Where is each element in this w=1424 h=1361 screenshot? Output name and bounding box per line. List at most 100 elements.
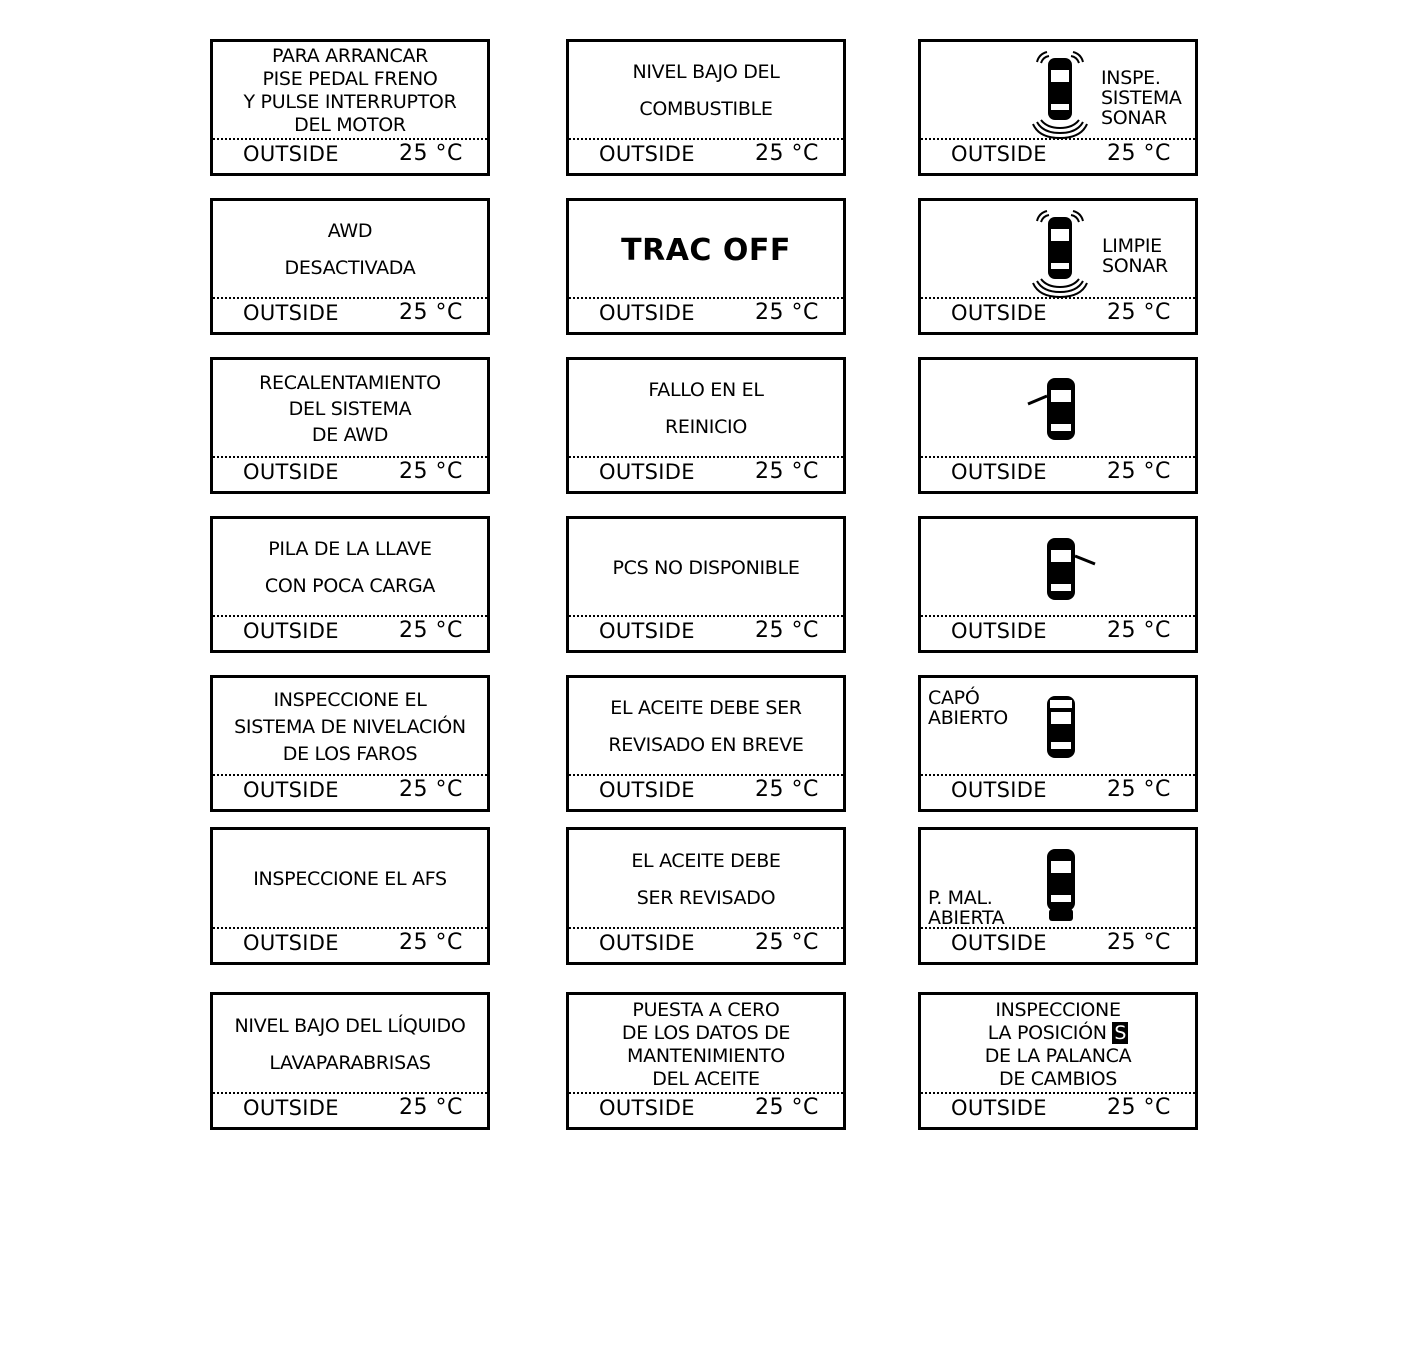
- outside-label: OUTSIDE: [243, 1096, 339, 1120]
- outside-label: OUTSIDE: [951, 778, 1047, 802]
- message-line: ABIERTO: [928, 707, 1008, 729]
- message-line: REINICIO: [664, 416, 748, 438]
- outside-temp-bar: OUTSIDE 25 °C: [213, 774, 487, 809]
- message-line: TRAC OFF: [621, 232, 791, 268]
- message-line: DE CAMBIOS: [999, 1067, 1117, 1090]
- outside-label: OUTSIDE: [243, 460, 339, 484]
- display-panel-oil-reset: PUESTA A CERO DE LOS DATOS DE MANTENIMIE…: [566, 992, 846, 1130]
- message: PARA ARRANCAR PISE PEDAL FRENO Y PULSE I…: [213, 42, 487, 140]
- sonar-car-icon: [1032, 210, 1088, 299]
- outside-temp-bar: OUTSIDE 25 °C: [921, 927, 1195, 962]
- message: EL ACEITE DEBE SER REVISADO: [569, 830, 843, 929]
- outside-temperature: 25 °C: [399, 777, 463, 802]
- outside-temperature: 25 °C: [1107, 1095, 1171, 1120]
- message-line: PISE PEDAL FRENO: [262, 68, 438, 90]
- shift-position-indicator: S: [1112, 1021, 1129, 1044]
- message-line: SONAR: [1102, 255, 1168, 277]
- message-line: INSPE.: [1101, 67, 1161, 89]
- message: TRAC OFF: [569, 201, 843, 299]
- outside-temperature: 25 °C: [399, 930, 463, 955]
- outside-label: OUTSIDE: [951, 619, 1047, 643]
- message: EL ACEITE DEBE SER REVISADO EN BREVE: [569, 678, 843, 776]
- message-line: ABIERTA: [928, 907, 1005, 929]
- message-line: EL ACEITE DEBE SER: [610, 697, 802, 719]
- outside-temperature: 25 °C: [755, 459, 819, 484]
- message-line: DEL MOTOR: [294, 114, 406, 136]
- message-line: CAPÓ: [928, 687, 980, 709]
- message-line: PCS NO DISPONIBLE: [612, 556, 800, 579]
- car-trunk-open-icon: [1047, 849, 1075, 921]
- outside-label: OUTSIDE: [243, 931, 339, 955]
- message-line: DESACTIVADA: [284, 257, 416, 279]
- outside-temperature: 25 °C: [755, 1095, 819, 1120]
- outside-temperature: 25 °C: [1107, 141, 1171, 166]
- outside-temperature: 25 °C: [1107, 930, 1171, 955]
- message-line: Y PULSE INTERRUPTOR: [243, 91, 457, 113]
- outside-temperature: 25 °C: [399, 141, 463, 166]
- outside-temp-bar: OUTSIDE 25 °C: [213, 1092, 487, 1127]
- message-line: CON POCA CARGA: [264, 575, 436, 597]
- display-panel-oil-soon: EL ACEITE DEBE SER REVISADO EN BREVE OUT…: [566, 675, 846, 812]
- outside-label: OUTSIDE: [243, 142, 339, 166]
- message-line: COMBUSTIBLE: [639, 98, 773, 120]
- message-line: AWD: [327, 220, 373, 242]
- outside-temperature: 25 °C: [399, 1095, 463, 1120]
- message-line: SISTEMA: [1101, 87, 1182, 109]
- message-line: SISTEMA DE NIVELACIÓN: [234, 715, 466, 738]
- car-hood-open-icon: [1047, 696, 1075, 758]
- message: INSPECCIONE EL SISTEMA DE NIVELACIÓN DE …: [213, 678, 487, 776]
- outside-label: OUTSIDE: [599, 142, 695, 166]
- message-line: INSPECCIONE EL AFS: [253, 868, 447, 890]
- message: RECALENTAMIENTO DEL SISTEMA DE AWD: [213, 360, 487, 458]
- message-line: DE AWD: [311, 424, 389, 446]
- outside-label: OUTSIDE: [951, 931, 1047, 955]
- message-line: NIVEL BAJO DEL: [632, 61, 780, 83]
- outside-label: OUTSIDE: [951, 1096, 1047, 1120]
- car-right-door-open-icon: [1047, 538, 1096, 600]
- display-panel-washer-fluid-low: NIVEL BAJO DEL LÍQUIDO LAVAPARABRISAS OU…: [210, 992, 490, 1130]
- message-line: INSPECCIONE: [995, 998, 1121, 1021]
- message: PILA DE LA LLAVE CON POCA CARGA: [213, 519, 487, 617]
- display-panel-check-afs: INSPECCIONE EL AFS OUTSIDE 25 °C: [210, 827, 490, 965]
- message: PUESTA A CERO DE LOS DATOS DE MANTENIMIE…: [569, 995, 843, 1094]
- outside-label: OUTSIDE: [951, 301, 1047, 325]
- outside-temperature: 25 °C: [1107, 618, 1171, 643]
- outside-temp-bar: OUTSIDE 25 °C: [213, 138, 487, 173]
- car-left-door-open-icon: [1027, 378, 1075, 440]
- outside-label: OUTSIDE: [951, 460, 1047, 484]
- message-line: DE LOS FAROS: [282, 742, 418, 765]
- display-panel-headlight-leveling: INSPECCIONE EL SISTEMA DE NIVELACIÓN DE …: [210, 675, 490, 812]
- outside-temperature: 25 °C: [399, 618, 463, 643]
- message: AWD DESACTIVADA: [213, 201, 487, 299]
- message-line: RECALENTAMIENTO: [259, 372, 441, 394]
- outside-temperature: 25 °C: [755, 930, 819, 955]
- outside-label: OUTSIDE: [243, 778, 339, 802]
- outside-label: OUTSIDE: [599, 301, 695, 325]
- display-panel-start-engine: PARA ARRANCAR PISE PEDAL FRENO Y PULSE I…: [210, 39, 490, 176]
- outside-temperature: 25 °C: [755, 777, 819, 802]
- message-line: PILA DE LA LLAVE: [268, 538, 432, 560]
- message: INSPECCIONE EL AFS: [213, 830, 487, 929]
- message-line: DEL SISTEMA: [288, 398, 412, 420]
